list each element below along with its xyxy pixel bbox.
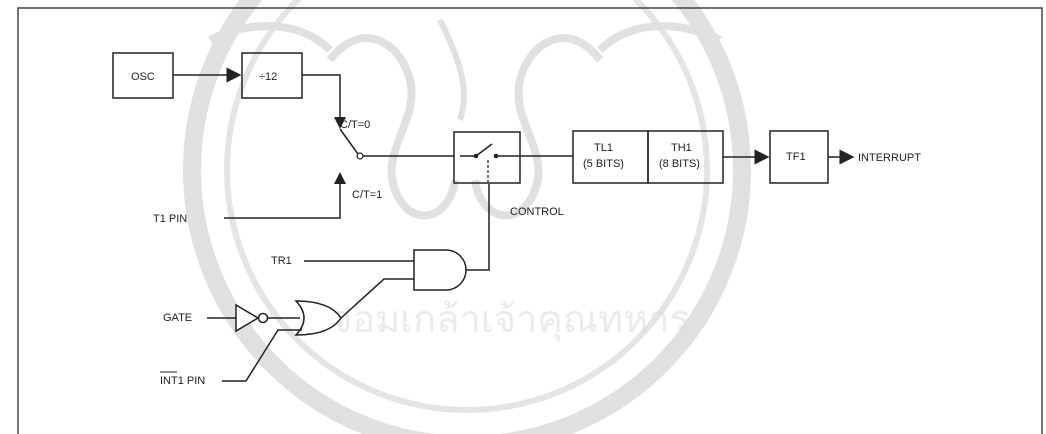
tl1-bits-label: (5 BITS)	[583, 158, 624, 170]
control-switch-dot-right	[493, 153, 499, 159]
tr1-label: TR1	[271, 255, 292, 267]
seal-thai-text: จอมเกล้าเจ้าคุณทหาร	[330, 297, 690, 342]
or-gate	[294, 300, 342, 336]
not-gate-bubble-icon	[257, 312, 269, 324]
tl1-block	[572, 130, 649, 184]
int1pin-line	[222, 329, 302, 382]
control-label: CONTROL	[510, 206, 564, 218]
control-switch-blade	[475, 143, 493, 157]
ct0-arrow-icon	[334, 117, 346, 129]
and-output-line	[466, 184, 490, 271]
or-to-and-line	[340, 278, 414, 319]
ct0-label: C/T=0	[340, 119, 370, 131]
th1-bits-label: (8 BITS)	[659, 158, 700, 170]
osc-label: OSC	[131, 71, 155, 83]
int1pin-label: INT1 PIN	[160, 375, 205, 387]
t1pin-line	[224, 178, 341, 219]
not-gate	[235, 303, 260, 333]
and-gate	[413, 249, 467, 291]
diagram-frame	[17, 7, 1043, 434]
th1-block	[647, 130, 724, 184]
interrupt-label: INTERRUPT	[858, 152, 921, 164]
control-switch-dot-left	[473, 153, 479, 159]
gate-label: GATE	[163, 312, 192, 324]
divider-output-line	[302, 74, 341, 123]
tf1-label: TF1	[786, 151, 806, 163]
ct1-label: C/T=1	[352, 189, 382, 201]
th1-label: TH1	[671, 142, 692, 154]
divider-label: ÷12	[259, 71, 277, 83]
t1pin-label: T1 PIN	[153, 213, 187, 225]
control-switch-block	[453, 131, 521, 184]
ct1-arrow-icon	[334, 172, 346, 184]
switch-arm	[339, 128, 359, 155]
tl1-label: TL1	[594, 142, 613, 154]
university-seal-watermark: จอมเกล้าเจ้าคุณทหาร	[183, 0, 751, 434]
